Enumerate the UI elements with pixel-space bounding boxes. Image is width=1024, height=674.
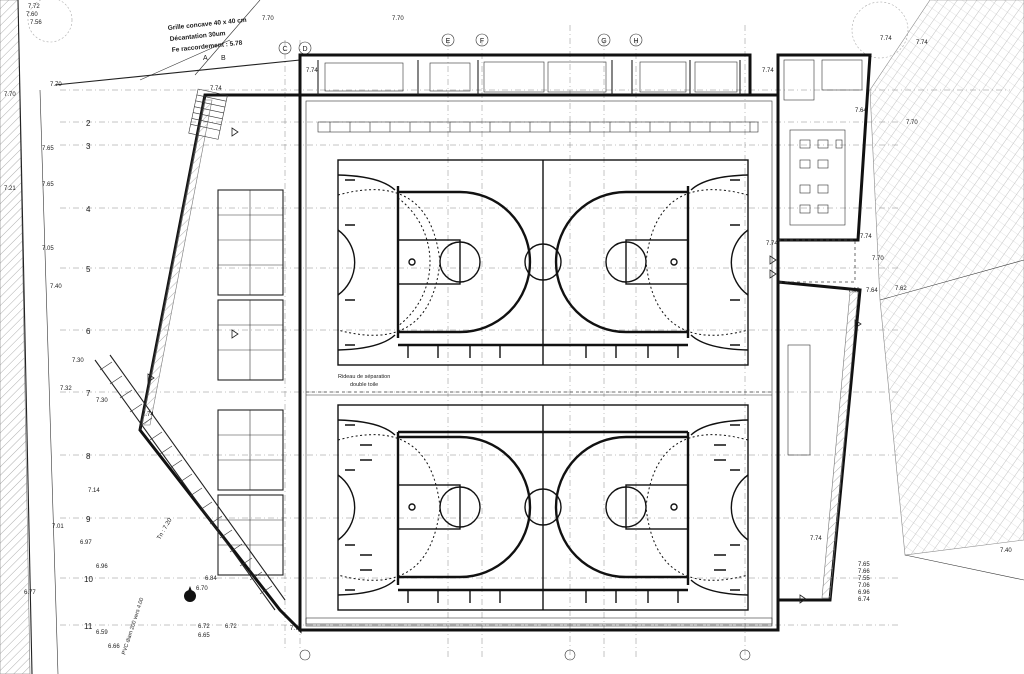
grid-letter: H <box>633 38 638 45</box>
level-label: 7.74 <box>762 68 774 74</box>
note-line: Grille concave 40 x 40 cm <box>167 17 247 32</box>
level-label: 7.65 <box>42 182 54 188</box>
grid-bubble: H <box>629 33 643 47</box>
level-label: 7.74 <box>880 36 892 42</box>
grid-number: 8 <box>86 452 91 461</box>
grid-letter: G <box>601 38 606 45</box>
level-label: 7.64 <box>866 288 878 294</box>
level-label: 7.70 <box>262 16 274 22</box>
level-label: 7.65 <box>42 146 54 152</box>
level-label: 6.72 <box>225 624 237 630</box>
grid-number: 11 <box>84 622 93 631</box>
level-label: 7.74 <box>916 40 928 46</box>
note-line: Fe raccordement : 5.78 <box>171 40 243 54</box>
grid-letter: D <box>302 46 307 53</box>
grid-bubble-bottom <box>299 649 751 661</box>
level-label: 6.96 <box>858 590 870 596</box>
level-label: 6.74 <box>858 597 870 603</box>
grid-number: 4 <box>86 205 91 214</box>
grid-number: 9 <box>86 515 91 524</box>
level-label: 7.65 <box>858 562 870 568</box>
level-label: 7.56 <box>30 20 42 26</box>
grid-letter: C <box>282 46 287 53</box>
level-label: 7.72 <box>28 4 40 10</box>
grid-number: 6 <box>86 327 91 336</box>
level-label: 7.30 <box>72 358 84 364</box>
grid-number: 2 <box>86 119 91 128</box>
level-label: Tn : 7.20 <box>157 517 174 541</box>
grid-number: 5 <box>86 265 91 274</box>
grid-letter: A <box>203 55 208 62</box>
level-labels: 7.72 7.60 7.56 7.70 7.70 7.74 7.74 7.70 … <box>4 4 1012 650</box>
grid-bubble: D <box>298 41 312 55</box>
toilet-blocks <box>217 189 284 576</box>
grid-number-column: 2 3 4 5 6 7 8 9 10 11 <box>84 119 93 631</box>
level-label: 7.74 <box>860 234 872 240</box>
grid-letter: E <box>446 38 451 45</box>
level-label: 7.14 <box>88 488 100 494</box>
court-top <box>337 159 749 366</box>
grid-number: 3 <box>86 142 91 151</box>
level-label: 7.60 <box>26 12 38 18</box>
level-label: 7.70 <box>392 16 404 22</box>
level-label: 7.74 <box>210 86 222 92</box>
level-label: 6.77 <box>24 590 36 596</box>
level-label: 6.70 <box>196 586 208 592</box>
stair <box>188 88 228 140</box>
level-label: 7.70 <box>50 82 62 88</box>
curtain-label-line1: Rideau de séparation <box>338 374 390 380</box>
level-label: 7.74 <box>810 536 822 542</box>
level-label: 7.55 <box>858 576 870 582</box>
grille-note: Grille concave 40 x 40 cm Décantation 30… <box>167 17 247 54</box>
level-label: 7.32 <box>60 386 72 392</box>
level-label: 7.68 <box>848 288 860 294</box>
level-label: 7.01 <box>52 524 64 530</box>
grid-letter: F <box>480 38 484 45</box>
level-label: 7.70 <box>906 120 918 126</box>
grid-letter: B <box>221 55 226 62</box>
level-label: 7.66 <box>858 569 870 575</box>
level-triangle-icon <box>147 127 862 604</box>
level-label: 7.74 <box>142 412 154 418</box>
level-label: 7.62 <box>895 286 907 292</box>
curtain-label: Rideau de séparation double toile <box>338 374 390 388</box>
level-label: 7.74 <box>306 68 318 74</box>
level-label: 7.70 <box>872 256 884 262</box>
level-label: 6.65 <box>198 633 210 639</box>
grid-bubble: G <box>597 33 611 47</box>
grid-bubble: C <box>278 41 292 55</box>
level-label: 7.74 <box>766 241 778 247</box>
ramp-note: PVC diam 200 vers 4.00 <box>121 597 145 656</box>
level-label: 7.40 <box>50 284 62 290</box>
court-bottom <box>337 404 749 611</box>
building-outline <box>94 53 872 634</box>
level-label: 7.40 <box>1000 548 1012 554</box>
grid-letter-row: C D E F G H A B <box>203 33 643 62</box>
north-arrow-icon <box>184 586 196 602</box>
note-line: Décantation 30um <box>169 30 226 43</box>
level-label: 6.97 <box>80 540 92 546</box>
level-label: 7.70 <box>290 626 302 632</box>
level-label: 6.72 <box>198 624 210 630</box>
grid-number: 7 <box>86 389 91 398</box>
level-label: 6.96 <box>96 564 108 570</box>
grid-bubble: E <box>441 33 455 47</box>
level-label: 7.30 <box>96 398 108 404</box>
level-label: 7.64 <box>855 108 867 114</box>
grid-number: 10 <box>84 575 93 584</box>
level-label: 6.59 <box>96 630 108 636</box>
level-label: 7.70 <box>4 92 16 98</box>
level-label: 7.05 <box>42 246 54 252</box>
level-label: 6.66 <box>108 644 120 650</box>
grid-bubble: F <box>475 33 489 47</box>
curtain-label-line2: double toile <box>350 382 378 388</box>
level-label: 7.06 <box>858 583 870 589</box>
level-label: 6.84 <box>205 576 217 582</box>
level-label: 7.21 <box>4 186 16 192</box>
